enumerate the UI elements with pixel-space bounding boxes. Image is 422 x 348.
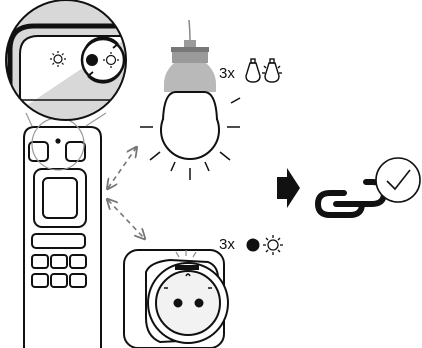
dot-icon [246, 238, 260, 252]
light-bulb [140, 19, 241, 180]
plug-rays [175, 250, 197, 258]
sun-icon [263, 235, 283, 255]
bulb-repeat-label: 3x [219, 65, 235, 82]
remote-long-button [31, 233, 86, 249]
link-check-icon [314, 157, 421, 218]
zoom-circle [5, 0, 127, 127]
smart-plug [123, 249, 229, 348]
remote-button-right [65, 141, 86, 162]
sun-icon [50, 51, 66, 67]
bulb-on-icon [262, 58, 282, 83]
press-highlight [31, 117, 85, 171]
right-arrow-icon [277, 168, 300, 208]
arrow-to-plug [108, 200, 144, 238]
bulb-rays [140, 97, 241, 180]
remote-control [23, 117, 102, 348]
pairing-arrows [108, 148, 144, 238]
remote-dpad [33, 168, 87, 228]
led-indicator [55, 138, 61, 144]
arrow-to-bulb [108, 148, 136, 188]
plug-repeat-label: 3x [219, 236, 235, 253]
toggle-cycle-icon [80, 36, 126, 84]
remote-center-button [42, 177, 78, 219]
bulb-off-icon [245, 58, 261, 83]
